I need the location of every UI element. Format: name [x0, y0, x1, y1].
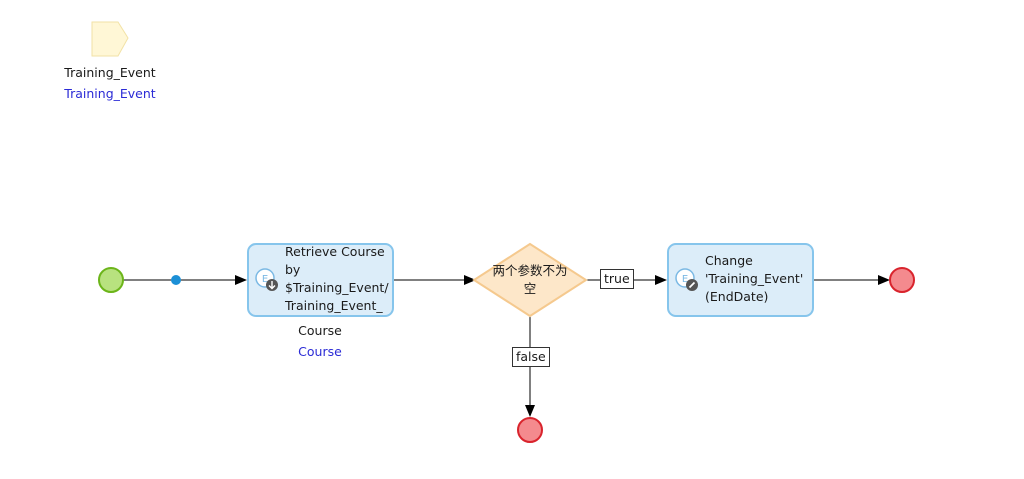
start-event[interactable]	[98, 267, 124, 293]
change-icon: E	[675, 268, 698, 291]
retrieve-activity-caption: Retrieve Course by $Training_Event/ Trai…	[285, 243, 389, 315]
end-event-false[interactable]	[517, 417, 543, 443]
decision-caption: 两个参数不为 空	[480, 262, 580, 298]
flow-handle-dot[interactable]	[171, 275, 181, 285]
decision-gateway[interactable]	[472, 242, 588, 318]
parameter-name: Training_Event	[64, 65, 156, 80]
retrieve-caption-line: $Training_Event/	[285, 280, 389, 295]
retrieve-output-name: Course	[298, 323, 342, 338]
retrieve-caption-line: Retrieve Course	[285, 244, 385, 259]
end-event-true[interactable]	[889, 267, 915, 293]
change-caption-line: Change	[705, 253, 753, 268]
svg-text:E: E	[262, 274, 268, 285]
parameter-type: Training_Event	[64, 86, 156, 101]
retrieve-activity[interactable]	[247, 243, 394, 317]
parameter-icon[interactable]	[91, 21, 129, 57]
decision-caption-line: 空	[523, 281, 537, 296]
retrieve-output-type: Course	[298, 344, 342, 359]
retrieve-caption-line: Training_Event_	[285, 298, 383, 313]
change-caption-line: (EndDate)	[705, 289, 769, 304]
retrieve-icon: E	[255, 268, 278, 291]
change-object-activity[interactable]	[667, 243, 814, 317]
flow-label-false: false	[512, 347, 550, 367]
retrieve-caption-line: by	[285, 262, 301, 277]
change-activity-caption: Change 'Training_Event' (EndDate)	[705, 252, 803, 306]
change-caption-line: 'Training_Event'	[705, 271, 804, 286]
svg-text:E: E	[682, 274, 688, 285]
decision-caption-line: 两个参数不为	[492, 263, 568, 278]
flow-label-true: true	[600, 269, 634, 289]
